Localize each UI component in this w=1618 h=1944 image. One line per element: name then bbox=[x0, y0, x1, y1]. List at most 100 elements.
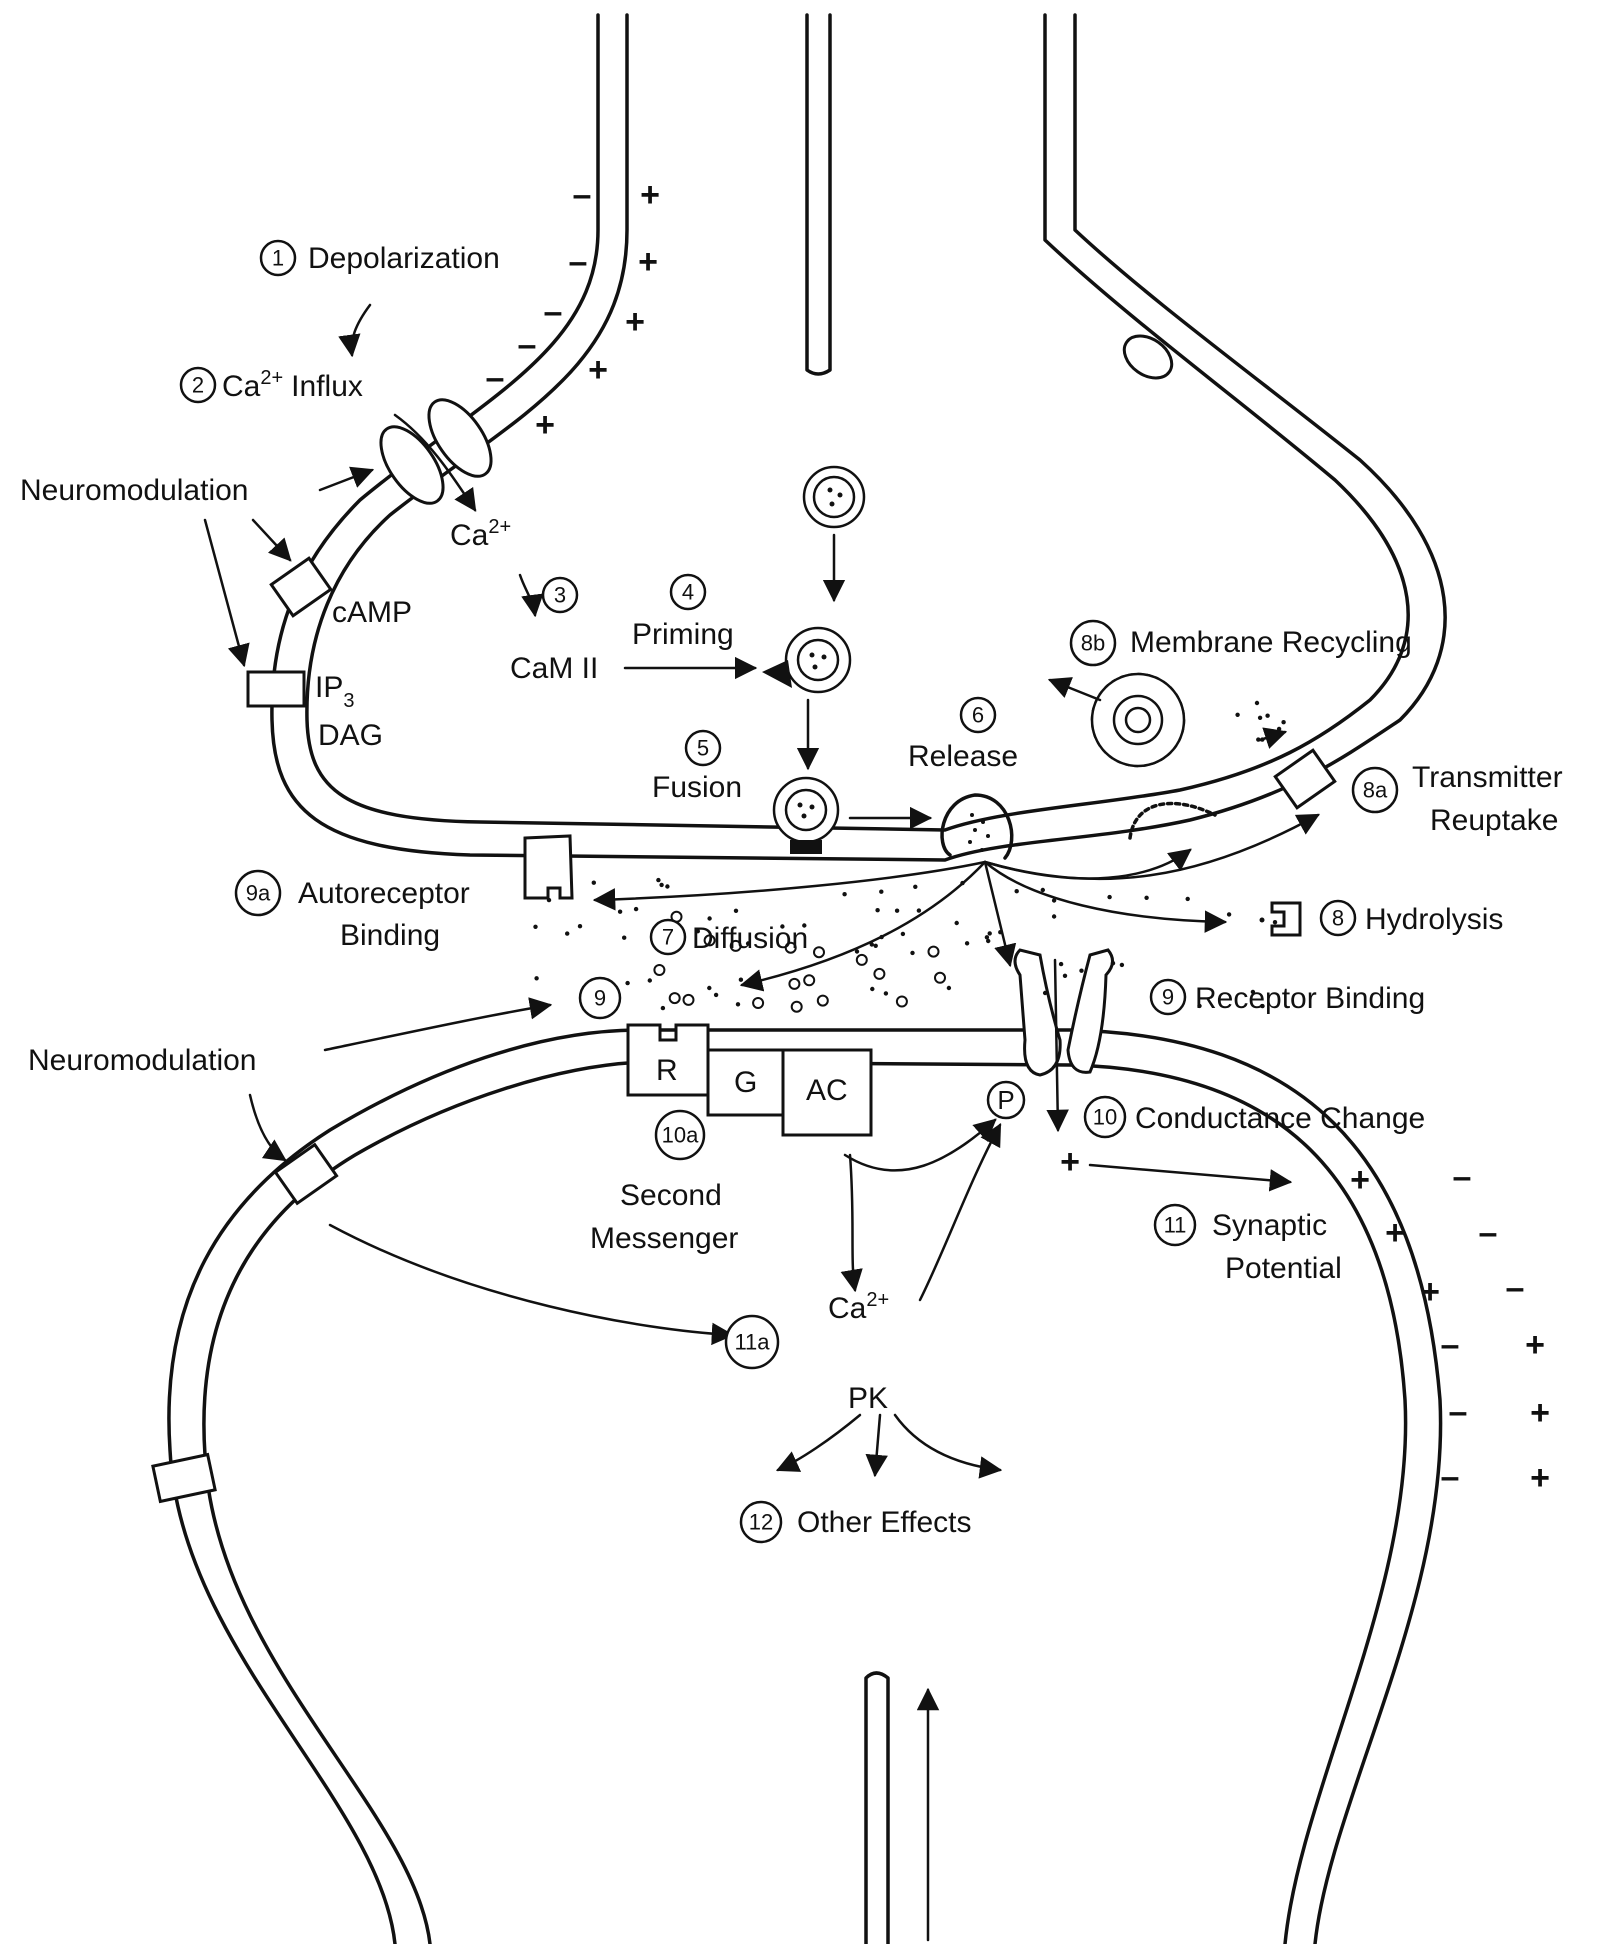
vesicle-fusion bbox=[772, 776, 840, 854]
transmitter-dot bbox=[713, 992, 719, 998]
label-fusion: Fusion bbox=[652, 771, 742, 804]
reuptake-dot bbox=[1235, 712, 1240, 717]
autoreceptor-box bbox=[523, 834, 574, 900]
transmitter-dot bbox=[1107, 894, 1112, 900]
transmitter-dot bbox=[869, 942, 874, 947]
charge-signs-presynaptic: – + – + – + – + – + bbox=[486, 176, 660, 444]
label-pk: PK bbox=[848, 1382, 888, 1415]
svg-text:1: 1 bbox=[272, 246, 284, 271]
label-other-effects: Other Effects bbox=[797, 1506, 972, 1539]
transmitter-metabolite-dot bbox=[668, 992, 681, 1005]
transmitter-dot bbox=[577, 924, 583, 929]
transmitter-dot bbox=[1260, 1003, 1265, 1009]
transmitter-dot bbox=[987, 931, 992, 936]
marker-8b: 8b bbox=[1069, 619, 1117, 667]
svg-text:+: + bbox=[638, 243, 658, 281]
transmitter-metabolite-dot bbox=[927, 945, 940, 958]
transmitter-dot bbox=[1040, 887, 1046, 893]
transmitter-dot bbox=[1272, 920, 1278, 925]
transmitter-metabolite-dot bbox=[934, 971, 946, 984]
svg-text:8a: 8a bbox=[1363, 778, 1388, 803]
svg-text:+: + bbox=[1525, 1326, 1545, 1364]
svg-text:5: 5 bbox=[697, 736, 709, 761]
transmitter-dot bbox=[695, 929, 700, 934]
transmitter-dot bbox=[1062, 973, 1068, 978]
svg-text:+: + bbox=[1060, 1143, 1080, 1181]
marker-8: 8 bbox=[1319, 899, 1357, 937]
transmitter-metabolite-dot bbox=[682, 993, 695, 1006]
transmitter-dot bbox=[622, 935, 627, 940]
reuptake-dot bbox=[1265, 713, 1270, 718]
transmitter-dot bbox=[1058, 961, 1064, 967]
marker-1: 1 bbox=[259, 239, 297, 277]
marker-9-receptor: 9 bbox=[1149, 978, 1187, 1016]
label-transmitter: Transmitter bbox=[1412, 761, 1563, 794]
label-hydrolysis: Hydrolysis bbox=[1365, 903, 1503, 936]
svg-text:12: 12 bbox=[749, 1510, 773, 1535]
transmitter-metabolite-dot bbox=[813, 946, 825, 959]
svg-text:4: 4 bbox=[682, 580, 694, 605]
svg-text:–: – bbox=[518, 326, 537, 364]
svg-text:9: 9 bbox=[594, 986, 606, 1011]
transmitter-dot bbox=[946, 985, 952, 991]
transmitter-dot bbox=[879, 889, 884, 894]
transmitter-dot bbox=[1197, 1003, 1202, 1009]
svg-text:–: – bbox=[573, 176, 592, 214]
label-membrane-recycling: Membrane Recycling bbox=[1130, 626, 1412, 659]
transmitter-dot bbox=[1051, 898, 1057, 903]
transmitter-dot bbox=[842, 892, 847, 897]
svg-text:6: 6 bbox=[972, 703, 984, 728]
transmitter-dot bbox=[591, 880, 596, 885]
presynaptic-membrane bbox=[270, 13, 1447, 862]
label-receptor-binding: Receptor Binding bbox=[1195, 982, 1425, 1015]
svg-text:+: + bbox=[588, 351, 608, 389]
transmitter-dot bbox=[900, 931, 906, 937]
post-left-receptor-box bbox=[273, 1142, 339, 1206]
marker-11a: 11a bbox=[724, 1314, 780, 1370]
marker-4: 4 bbox=[669, 573, 707, 611]
reuptake-dot bbox=[1254, 700, 1260, 706]
label-potential: Potential bbox=[1225, 1252, 1342, 1285]
svg-text:–: – bbox=[486, 359, 505, 397]
transmitter-dot bbox=[659, 882, 664, 888]
marker-12: 12 bbox=[739, 1500, 783, 1544]
label-ip3: IP3 bbox=[315, 671, 354, 712]
svg-text:8b: 8b bbox=[1081, 631, 1105, 656]
transmitter-dot bbox=[565, 931, 570, 936]
marker-7: 7 bbox=[649, 918, 687, 956]
transmitter-dot bbox=[913, 884, 918, 889]
svg-text:10: 10 bbox=[1093, 1105, 1117, 1130]
svg-text:11a: 11a bbox=[734, 1330, 770, 1355]
p-marker: P bbox=[986, 1080, 1026, 1120]
transmitter-metabolite-dot bbox=[803, 974, 816, 987]
label-r: R bbox=[656, 1054, 678, 1087]
arrows bbox=[203, 303, 1320, 1479]
label-binding: Binding bbox=[340, 919, 440, 952]
transmitter-dot bbox=[738, 977, 744, 982]
label-camp: cAMP bbox=[332, 596, 412, 629]
reuptake-dot bbox=[1257, 715, 1263, 720]
svg-text:–: – bbox=[569, 243, 588, 281]
transmitter-dot bbox=[954, 920, 959, 926]
label-ac: AC bbox=[806, 1074, 848, 1107]
recycling-arrow bbox=[1047, 677, 1102, 702]
transmitter-dot bbox=[660, 1005, 666, 1011]
marker-3: 3 bbox=[541, 576, 579, 614]
marker-2: 2 bbox=[179, 366, 217, 404]
svg-text:+: + bbox=[625, 303, 645, 341]
hydrolysis-enzyme bbox=[1270, 901, 1302, 937]
transmitter-dot bbox=[1042, 990, 1048, 996]
svg-text:–: – bbox=[1453, 1158, 1472, 1196]
post-lower-box bbox=[151, 1452, 217, 1504]
transmitter-dot bbox=[916, 908, 922, 913]
svg-text:7: 7 bbox=[662, 925, 674, 950]
label-neuromodulation-bottom: Neuromodulation bbox=[28, 1044, 256, 1077]
transmitter-metabolite-dot bbox=[729, 939, 742, 952]
coated-pit bbox=[1128, 801, 1217, 840]
release-omega bbox=[940, 793, 1014, 860]
transmitter-dot bbox=[870, 986, 875, 992]
label-ca-inside: Ca2+ bbox=[450, 516, 511, 552]
transmitter-metabolite-dot bbox=[703, 934, 716, 947]
marker-8a: 8a bbox=[1351, 766, 1399, 814]
